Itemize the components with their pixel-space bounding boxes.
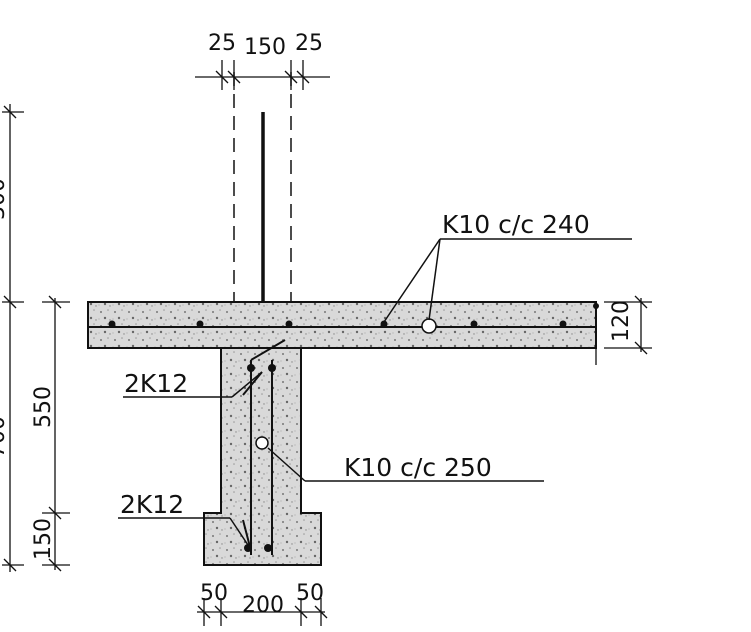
slab-rebar-marker	[421, 318, 437, 334]
label-slab-rebar: K10 c/c 240	[442, 210, 590, 239]
web-stirrup	[242, 339, 286, 555]
slab-rebar-dots	[108, 303, 599, 328]
footing	[203, 512, 322, 566]
dim-bottom-left: 50	[200, 581, 228, 606]
dim-top-right: 25	[295, 31, 323, 56]
top-dimension	[195, 60, 330, 90]
label-upper-bars: 2K12	[124, 369, 188, 398]
dim-outer-top: 300	[0, 178, 10, 220]
dim-footing-height: 150	[31, 518, 56, 560]
right-dimension	[595, 295, 652, 365]
leader-lines	[118, 238, 632, 546]
web-footing-joint-cover	[222, 505, 300, 517]
label-web-stirrup: K10 c/c 250	[344, 453, 492, 482]
left-dimension	[2, 104, 70, 572]
label-lower-bars: 2K12	[120, 490, 184, 519]
upper-wall-outline	[233, 72, 292, 302]
dim-outer-bottom: 700	[0, 416, 10, 458]
dim-web-height: 550	[31, 386, 56, 428]
slab	[87, 301, 597, 349]
dim-bottom-right: 50	[296, 581, 324, 606]
web-rebar-dots	[244, 364, 276, 552]
dim-bottom-core: 200	[242, 593, 284, 618]
dim-top-left: 25	[208, 31, 236, 56]
dim-slab-thickness: 120	[609, 300, 634, 342]
web	[220, 347, 302, 514]
web-stirrup-marker	[255, 436, 269, 450]
dim-top-core: 150	[244, 35, 286, 60]
bottom-dimension	[197, 598, 328, 626]
